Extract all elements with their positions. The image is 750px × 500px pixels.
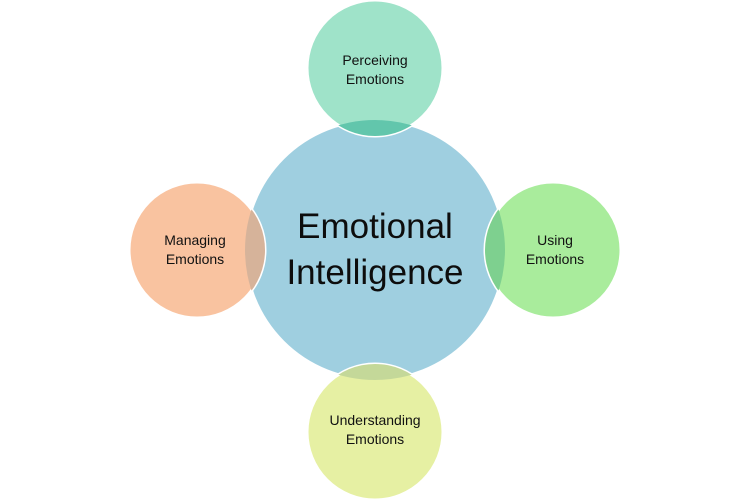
using-label-line2: Emotions <box>525 251 585 267</box>
understanding-emotions-label: Understanding Emotions <box>310 405 440 455</box>
center-title: Emotional Intelligence <box>255 185 495 315</box>
managing-label-line1: Managing <box>164 232 226 248</box>
managing-label-line2: Emotions <box>165 251 225 267</box>
perceiving-emotions-label: Perceiving Emotions <box>310 45 440 95</box>
perceiving-label-line1: Perceiving <box>342 52 408 68</box>
using-emotions-label: Using Emotions <box>495 225 615 275</box>
center-title-line2: Intelligence <box>286 253 464 292</box>
using-label-line1: Using <box>537 232 573 248</box>
managing-emotions-label: Managing Emotions <box>130 225 260 275</box>
center-title-line1: Emotional <box>297 207 453 246</box>
perceiving-label-line2: Emotions <box>345 71 405 87</box>
understanding-label-line1: Understanding <box>329 412 421 428</box>
understanding-label-line2: Emotions <box>345 431 405 447</box>
